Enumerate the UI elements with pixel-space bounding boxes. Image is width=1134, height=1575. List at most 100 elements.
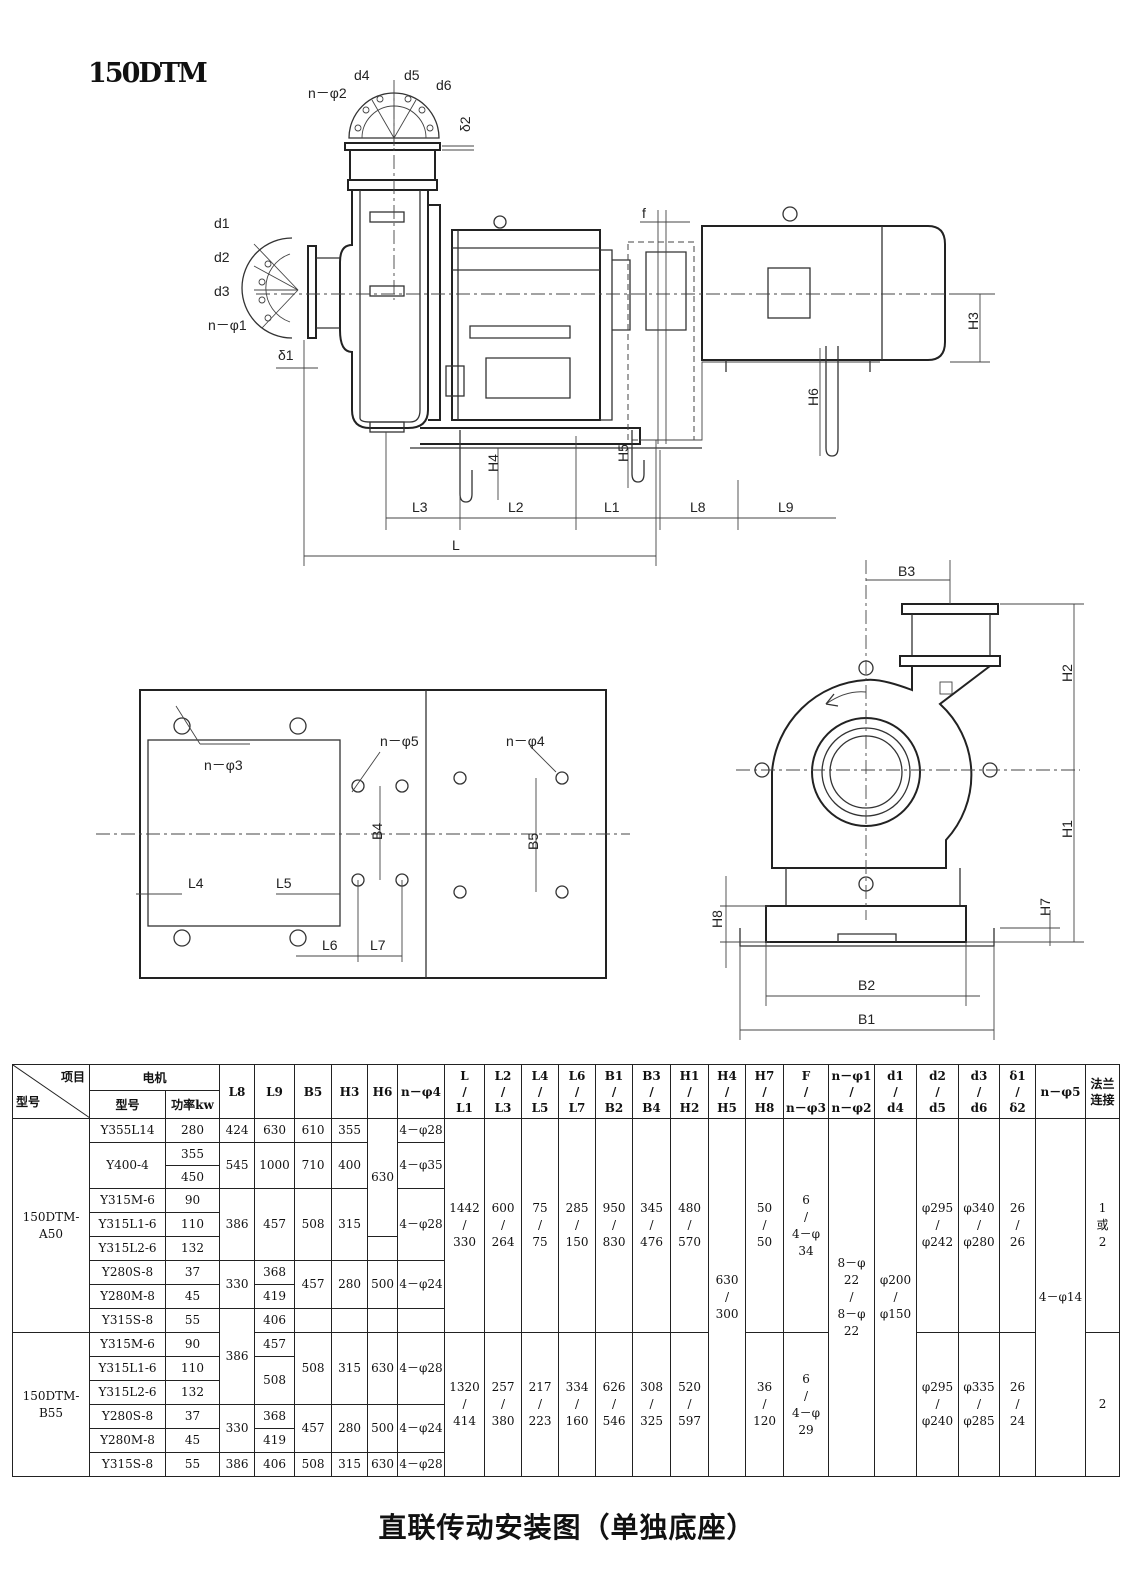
col-L2-L3: L2/L3 — [484, 1064, 523, 1119]
cell-L9: 406 — [254, 1452, 296, 1477]
cell-L9: 508 — [254, 1356, 296, 1405]
cell-H7-H8: 50/50 — [745, 1118, 785, 1333]
label-B5: B5 — [525, 833, 541, 850]
label-L4: L4 — [188, 875, 204, 891]
motor-model: Y315L2-6 — [89, 1236, 166, 1261]
cell-B1-B2: 626/546 — [595, 1332, 634, 1477]
col-nphi1-nphi2: n－φ1/n－φ2 — [828, 1064, 876, 1119]
cell-L-L1: 1442/330 — [444, 1118, 486, 1333]
cell-B5: 508 — [294, 1452, 333, 1477]
end-view: B3 H2 H1 H7 H8 B2 B1 — [709, 560, 1084, 1040]
motor-model: Y280M-8 — [89, 1428, 166, 1453]
motor-model-header: 型号 — [89, 1090, 166, 1119]
corner-bottom: 型号 — [16, 1095, 41, 1109]
label-H7: H7 — [1037, 898, 1053, 916]
cell-H3: 315 — [331, 1332, 369, 1405]
motor-power: 45 — [164, 1284, 221, 1309]
drawing-caption: 直联传动安装图（单独底座） — [378, 1511, 756, 1544]
label-L5: L5 — [276, 875, 292, 891]
label-B2: B2 — [858, 977, 875, 993]
label-L3: L3 — [412, 499, 428, 515]
label-L6: L6 — [322, 937, 338, 953]
label-H8: H8 — [709, 910, 725, 928]
motor-model: Y315L2-6 — [89, 1380, 166, 1405]
cell-H3: 400 — [331, 1142, 369, 1189]
label-L8: L8 — [690, 499, 706, 515]
cell-L8: 386 — [219, 1308, 256, 1405]
cell-n-phi4: 4－φ24 — [397, 1404, 446, 1453]
motor-power: 110 — [164, 1356, 221, 1381]
motor-model: Y355L14 — [89, 1118, 166, 1143]
cell-H6: 500 — [367, 1404, 399, 1453]
motor-power: 280 — [164, 1118, 221, 1143]
motor-power: 45 — [164, 1428, 221, 1453]
cell-H3 — [331, 1308, 369, 1333]
cell-L9: 1000 — [254, 1142, 296, 1189]
col-L-L1: L/L1 — [444, 1064, 486, 1119]
label-H1: H1 — [1059, 820, 1075, 838]
cell-delta: 26/26 — [999, 1118, 1037, 1333]
col-n-phi4: n－φ4 — [397, 1064, 446, 1119]
motor-model: Y315S-8 — [89, 1452, 166, 1477]
motor-power: 110 — [164, 1212, 221, 1237]
label-H4: H4 — [485, 454, 501, 472]
cell-H4-H5: 630/300 — [708, 1118, 747, 1477]
cell-H6: 630 — [367, 1332, 399, 1405]
cell-L9: 406 — [254, 1308, 296, 1333]
motor-power: 90 — [164, 1188, 221, 1213]
cell-H7-H8: 36/120 — [745, 1332, 785, 1477]
corner-top: 项目 — [60, 1070, 85, 1084]
cell-L9: 368 — [254, 1404, 296, 1429]
cell-B1-B2: 950/830 — [595, 1118, 634, 1333]
motor-power-header: 功率kw — [164, 1090, 221, 1119]
col-L6-L7: L6/L7 — [558, 1064, 597, 1119]
cell-H3: 355 — [331, 1118, 369, 1143]
cell-L9: 630 — [254, 1118, 296, 1143]
cell-L9: 457 — [254, 1332, 296, 1357]
col-B3-B4: B3/B4 — [632, 1064, 672, 1119]
model-a: 150DTM-A50 — [12, 1118, 90, 1333]
cell-n-phi4: 4－φ35 — [397, 1142, 446, 1189]
col-d2-d5: d2/d5 — [916, 1064, 960, 1119]
label-L1: L1 — [604, 499, 620, 515]
motor-power: 90 — [164, 1332, 221, 1357]
motor-power: 55 — [164, 1308, 221, 1333]
cell-L8: 330 — [219, 1404, 256, 1453]
motor-model: Y280S-8 — [89, 1404, 166, 1429]
motor-model: Y315L1-6 — [89, 1212, 166, 1237]
cell-n-phi4: 4－φ28 — [397, 1452, 446, 1477]
cell-L9: 457 — [254, 1188, 296, 1261]
label-L: L — [452, 537, 460, 553]
cell-H3: 315 — [331, 1452, 369, 1477]
label-H3: H3 — [965, 312, 981, 330]
motor-power: 37 — [164, 1260, 221, 1285]
label-B4: B4 — [369, 823, 385, 840]
col-n-phi5: n－φ5 — [1035, 1064, 1087, 1119]
cell-d2-d5: φ295/φ242 — [916, 1118, 960, 1333]
label-delta1: δ1 — [278, 347, 294, 363]
label-L7: L7 — [370, 937, 386, 953]
motor-power: 132 — [164, 1380, 221, 1405]
label-n-phi2: n－φ2 — [308, 85, 347, 101]
cell-L2-L3: 600/264 — [484, 1118, 523, 1333]
motor-power: 355 — [164, 1142, 221, 1166]
col-L8: L8 — [219, 1064, 256, 1119]
label-delta2: δ2 — [457, 116, 473, 132]
label-n-phi5: n－φ5 — [380, 733, 419, 749]
spec-table: 项目 型号 电机 L8 L9 B5 H3 H6 n－φ4 L/L1 L2/L3 … — [12, 1063, 1121, 1477]
motor-power: 450 — [164, 1165, 221, 1189]
col-H1-H2: H1/H2 — [670, 1064, 710, 1119]
col-d1-d4: d1/d4 — [874, 1064, 918, 1119]
col-delta1-delta2: δ1/δ2 — [999, 1064, 1037, 1119]
motor-model: Y315L1-6 — [89, 1356, 166, 1381]
col-B1-B2: B1/B2 — [595, 1064, 634, 1119]
cell-B5: 457 — [294, 1260, 333, 1309]
cell-H3: 315 — [331, 1188, 369, 1261]
cell-L6-L7: 334/160 — [558, 1332, 597, 1477]
cell-n-phi4: 4－φ24 — [397, 1260, 446, 1309]
cell-d2-d5: φ295/φ240 — [916, 1332, 960, 1477]
cell-H6 — [367, 1308, 399, 1333]
motor-power: 37 — [164, 1404, 221, 1429]
